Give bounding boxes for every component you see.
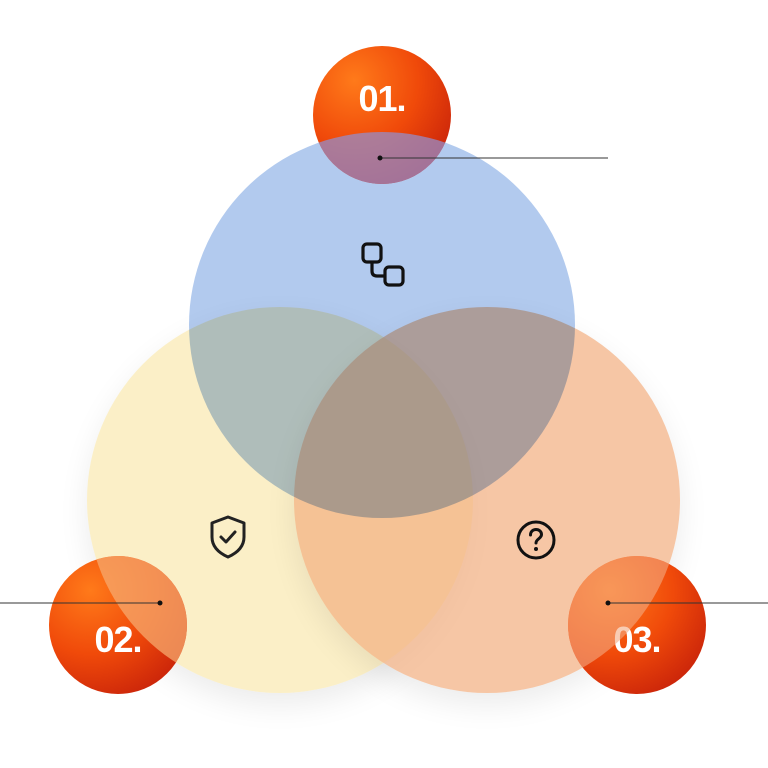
question-circle-icon [516, 520, 556, 560]
badge-label: 01. [358, 78, 406, 119]
shield-check-icon [210, 515, 246, 559]
venn-circle-01 [189, 132, 575, 518]
workflow-nodes-icon [361, 242, 405, 287]
